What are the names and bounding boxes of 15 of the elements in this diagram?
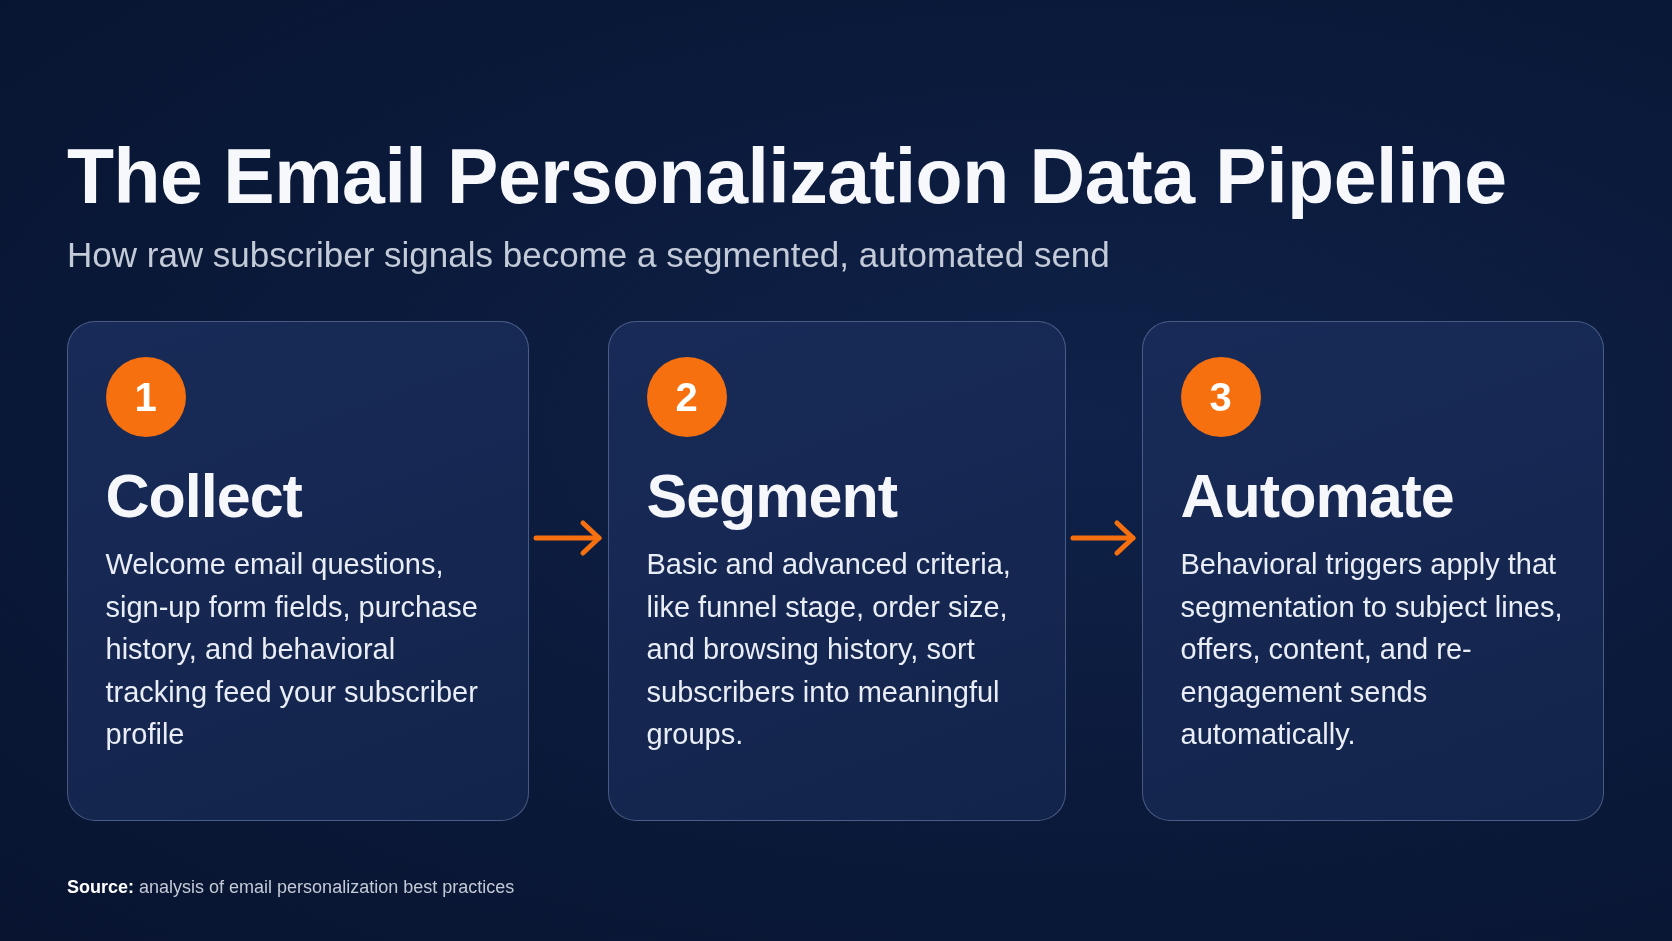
arrow [1070, 520, 1136, 556]
step-card [67, 321, 529, 821]
step-number-badge: 1 [105, 357, 186, 437]
arrow [533, 520, 602, 556]
step-heading: Collect [105, 466, 302, 527]
step-description: Behavioral triggers apply that segmentation to subject lines, offers, content, and re-engagement sends automatically. [1180, 547, 1564, 752]
subtitle: How raw subscriber signals become a segmented, automated send [67, 234, 1110, 276]
step-card [608, 321, 1066, 821]
step-description: Welcome email questions, sign-up form fields, purchase history, and behavioral tracking feed your subscriber profile [105, 547, 479, 752]
step-heading: Automate [1180, 466, 1454, 527]
step-number-badge: 2 [646, 357, 727, 437]
source-note: Source: analysis of email personalization best practices [67, 876, 515, 898]
step-number-badge: 3 [1180, 357, 1261, 437]
step-card [1142, 321, 1604, 821]
step-description: Basic and advanced criteria, like funnel stage, order size, and browsing history, sort subscribers into meaningful groups. [646, 547, 1012, 752]
